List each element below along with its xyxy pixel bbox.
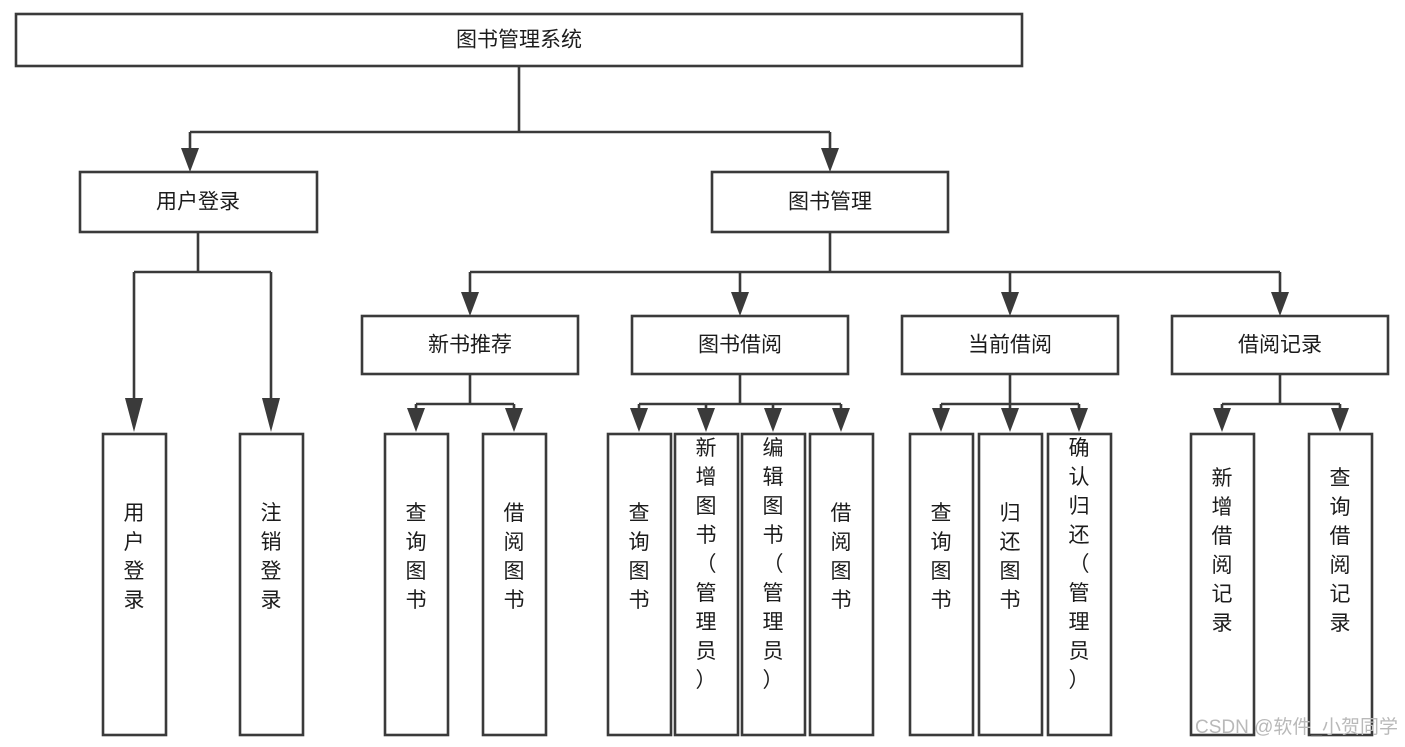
node-leaf-borrow-book-2-box[interactable] — [808, 432, 875, 737]
node-borrow-record-box[interactable] — [1170, 314, 1390, 376]
node-new-book-recommend-box[interactable] — [360, 314, 580, 376]
node-leaf-query-record[interactable]: 查询借阅记录 — [1307, 432, 1374, 737]
node-leaf-query-book-3-box[interactable] — [908, 432, 975, 737]
arrow-head-leaf-confirm-return — [1070, 408, 1088, 432]
node-leaf-borrow-book-2-label: 借阅图书 — [831, 502, 852, 612]
node-leaf-edit-book-box[interactable] — [740, 432, 807, 737]
node-leaf-borrow-book-1[interactable]: 借阅图书 — [481, 432, 548, 737]
node-leaf-add-record[interactable]: 新增借阅记录 — [1189, 432, 1256, 737]
node-book-manage[interactable]: 图书管理 — [710, 170, 950, 234]
node-leaf-query-book-3[interactable]: 查询图书 — [908, 432, 975, 737]
arrow-head-leaf-query-record — [1331, 408, 1349, 432]
node-leaf-confirm-return-box[interactable] — [1046, 432, 1113, 737]
node-leaf-query-record-label: 查询借阅记录 — [1330, 467, 1351, 635]
node-leaf-add-book[interactable]: 新增图书（管理员） — [673, 432, 740, 737]
node-leaf-confirm-return[interactable]: 确认归还（管理员） — [1046, 432, 1113, 737]
connector-group-root — [181, 66, 839, 172]
node-leaf-query-book-1-box[interactable] — [383, 432, 450, 737]
arrow-head-borrow-record — [1271, 292, 1289, 316]
node-root[interactable]: 图书管理系统 — [14, 12, 1024, 68]
node-leaf-borrow-book-1-label: 借阅图书 — [504, 502, 525, 612]
connector-group-book-borrow — [630, 374, 850, 432]
node-leaf-add-record-label: 新增借阅记录 — [1212, 467, 1233, 635]
node-leaf-query-book-2[interactable]: 查询图书 — [606, 432, 673, 737]
node-book-borrow[interactable]: 图书借阅 — [630, 314, 850, 376]
arrow-head-leaf-query-book-3 — [932, 408, 950, 432]
arrow-head-new-book-recommend — [461, 292, 479, 316]
connector-group-current-borrow — [932, 374, 1088, 432]
node-leaf-query-record-box[interactable] — [1307, 432, 1374, 737]
node-book-borrow-box[interactable] — [630, 314, 850, 376]
node-leaf-logout-label: 注销登录 — [261, 502, 282, 612]
node-book-borrow-label: 图书借阅 — [698, 334, 782, 357]
node-current-borrow-label: 当前借阅 — [968, 334, 1052, 357]
node-leaf-query-book-1-label: 查询图书 — [406, 502, 427, 612]
node-leaf-borrow-book-2[interactable]: 借阅图书 — [808, 432, 875, 737]
node-leaf-query-book-2-label: 查询图书 — [629, 502, 650, 612]
node-leaf-query-book-2-box[interactable] — [606, 432, 673, 737]
node-leaf-user-login-label: 用户登录 — [124, 502, 145, 612]
node-leaf-user-login[interactable]: 用户登录 — [101, 432, 168, 737]
arrow-head-leaf-query-book-1 — [407, 408, 425, 432]
arrow-head-leaf-add-record — [1213, 408, 1231, 432]
node-leaf-return-book-box[interactable] — [977, 432, 1044, 737]
node-leaf-add-book-box[interactable] — [673, 432, 740, 737]
node-user-login-box[interactable] — [78, 170, 319, 234]
connector-group-book-manage — [461, 232, 1289, 316]
arrow-head-current-borrow — [1001, 292, 1019, 316]
node-leaf-edit-book-label: 编辑图书（管理员） — [763, 437, 784, 692]
arrow-head-leaf-edit-book — [764, 408, 782, 432]
connector-group-new-book-recommend — [407, 374, 523, 432]
connector-group-user-login — [125, 232, 280, 432]
node-leaf-query-book-1[interactable]: 查询图书 — [383, 432, 450, 737]
node-user-login-label: 用户登录 — [156, 191, 240, 214]
node-leaf-confirm-return-label: 确认归还（管理员） — [1069, 437, 1090, 692]
csdn-watermark: CSDN @软件_小贺同学 — [1195, 716, 1398, 738]
arrow-head-leaf-user-login — [125, 398, 143, 432]
node-user-login[interactable]: 用户登录 — [78, 170, 319, 234]
node-leaf-edit-book[interactable]: 编辑图书（管理员） — [740, 432, 807, 737]
arrow-head-leaf-add-book — [697, 408, 715, 432]
arrow-head-book-manage — [821, 148, 839, 172]
arrow-head-leaf-return-book — [1001, 408, 1019, 432]
node-leaf-add-book-label: 新增图书（管理员） — [696, 437, 717, 692]
node-leaf-logout[interactable]: 注销登录 — [238, 432, 305, 737]
node-leaf-query-book-3-label: 查询图书 — [931, 502, 952, 612]
node-leaf-add-record-box[interactable] — [1189, 432, 1256, 737]
node-book-manage-box[interactable] — [710, 170, 950, 234]
node-leaf-user-login-box[interactable] — [101, 432, 168, 737]
arrow-head-leaf-borrow-book-1 — [505, 408, 523, 432]
node-current-borrow-box[interactable] — [900, 314, 1120, 376]
arrow-head-book-borrow — [731, 292, 749, 316]
arrow-head-leaf-borrow-book-2 — [832, 408, 850, 432]
node-root-box[interactable] — [14, 12, 1024, 68]
node-borrow-record[interactable]: 借阅记录 — [1170, 314, 1390, 376]
node-leaf-return-book[interactable]: 归还图书 — [977, 432, 1044, 737]
node-current-borrow[interactable]: 当前借阅 — [900, 314, 1120, 376]
node-root-label: 图书管理系统 — [456, 29, 582, 52]
node-leaf-return-book-label: 归还图书 — [1000, 502, 1021, 612]
arrow-head-leaf-logout — [262, 398, 280, 432]
node-borrow-record-label: 借阅记录 — [1238, 334, 1322, 357]
node-leaf-logout-box[interactable] — [238, 432, 305, 737]
node-leaf-borrow-book-1-box[interactable] — [481, 432, 548, 737]
connector-group-borrow-record — [1213, 374, 1349, 432]
node-book-manage-label: 图书管理 — [788, 191, 872, 214]
node-new-book-recommend-label: 新书推荐 — [428, 334, 512, 357]
arrow-head-user-login — [181, 148, 199, 172]
arrow-head-leaf-query-book-2 — [630, 408, 648, 432]
node-new-book-recommend[interactable]: 新书推荐 — [360, 314, 580, 376]
